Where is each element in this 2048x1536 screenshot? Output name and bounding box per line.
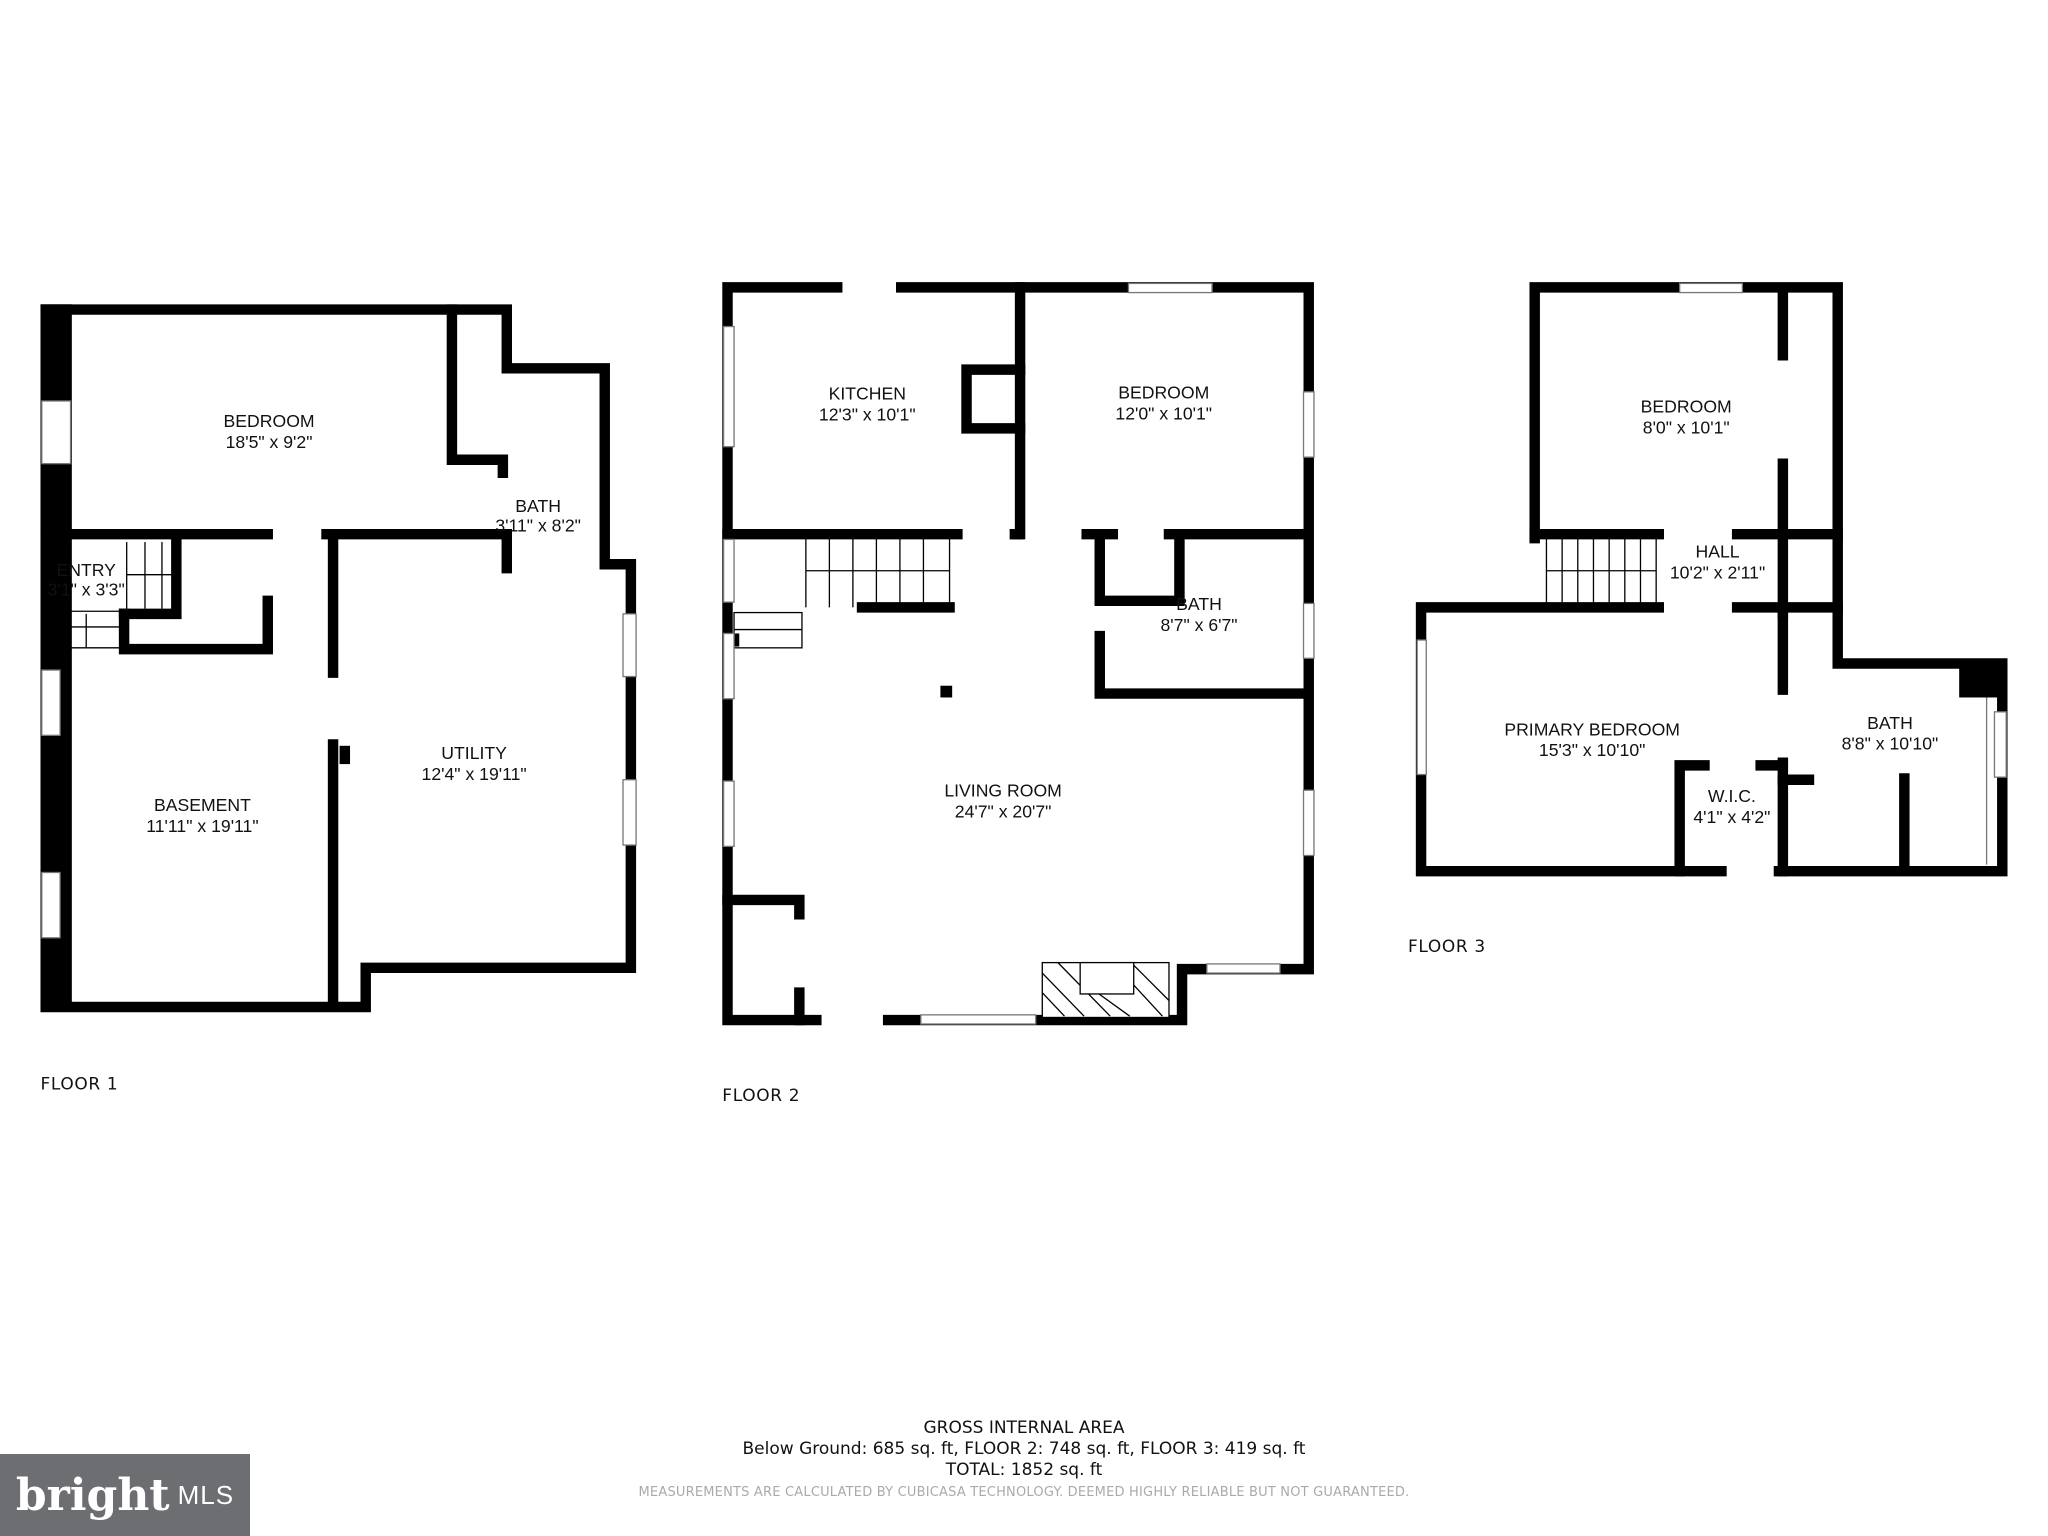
room-name: BEDROOM [1118,382,1209,402]
room-dims: 12'0" x 10'1" [1115,403,1212,423]
logo-suffix: MLS [177,1479,235,1510]
room-name: BEDROOM [224,411,315,431]
room-name: LIVING ROOM [944,781,1062,801]
room-dims: 24'7" x 20'7" [955,802,1052,822]
disclaimer: MEASUREMENTS ARE CALCULATED BY CUBICASA … [638,1485,1410,1500]
room-name: KITCHEN [829,384,906,404]
room-name: BEDROOM [1641,397,1732,417]
area-title: GROSS INTERNAL AREA [923,1418,1125,1438]
room-name: BATH [1867,713,1913,733]
room-dims: 3'1" x 3'3" [48,580,125,600]
bright-mls-logo: bright MLS [0,1454,250,1536]
room-dims: 8'0" x 10'1" [1643,418,1730,438]
floor-3-plan: BEDROOM 8'0" x 10'1" HALL 10'2" x 2'11" … [1408,282,2008,957]
room-name: ENTRY [56,560,116,580]
floor-2-plan: KITCHEN 12'3" x 10'1" BEDROOM 12'0" x 10… [722,282,1315,1106]
floor-label: FLOOR 2 [722,1086,800,1106]
room-name: UTILITY [441,743,507,763]
logo-brand: bright [15,1469,170,1521]
room-name: BATH [1176,594,1222,614]
floor-label: FLOOR 1 [40,1074,118,1094]
room-dims: 3'11" x 8'2" [495,516,581,536]
room-name: BASEMENT [154,795,251,815]
area-breakdown: Below Ground: 685 sq. ft, FLOOR 2: 748 s… [742,1439,1306,1459]
floor-label: FLOOR 3 [1408,937,1486,957]
room-name: PRIMARY BEDROOM [1504,719,1680,739]
fireplace [1041,961,1170,1019]
room-dims: 12'3" x 10'1" [819,405,916,425]
room-dims: 4'1" x 4'2" [1693,807,1770,827]
room-name: W.I.C. [1708,786,1756,806]
room-dims: 18'5" x 9'2" [226,432,313,452]
room-dims: 8'8" x 10'10" [1842,734,1939,754]
room-dims: 15'3" x 10'10" [1539,740,1645,760]
room-name: BATH [515,496,561,516]
room-name: HALL [1696,542,1740,562]
area-total: TOTAL: 1852 sq. ft [945,1460,1103,1480]
room-dims: 11'11" x 19'11" [146,816,258,836]
room-dims: 12'4" x 19'11" [422,764,527,784]
floor-1-plan: BEDROOM 18'5" x 9'2" BATH 3'11" x 8'2" E… [40,304,637,1094]
room-dims: 8'7" x 6'7" [1160,615,1237,635]
room-dims: 10'2" x 2'11" [1670,563,1765,583]
